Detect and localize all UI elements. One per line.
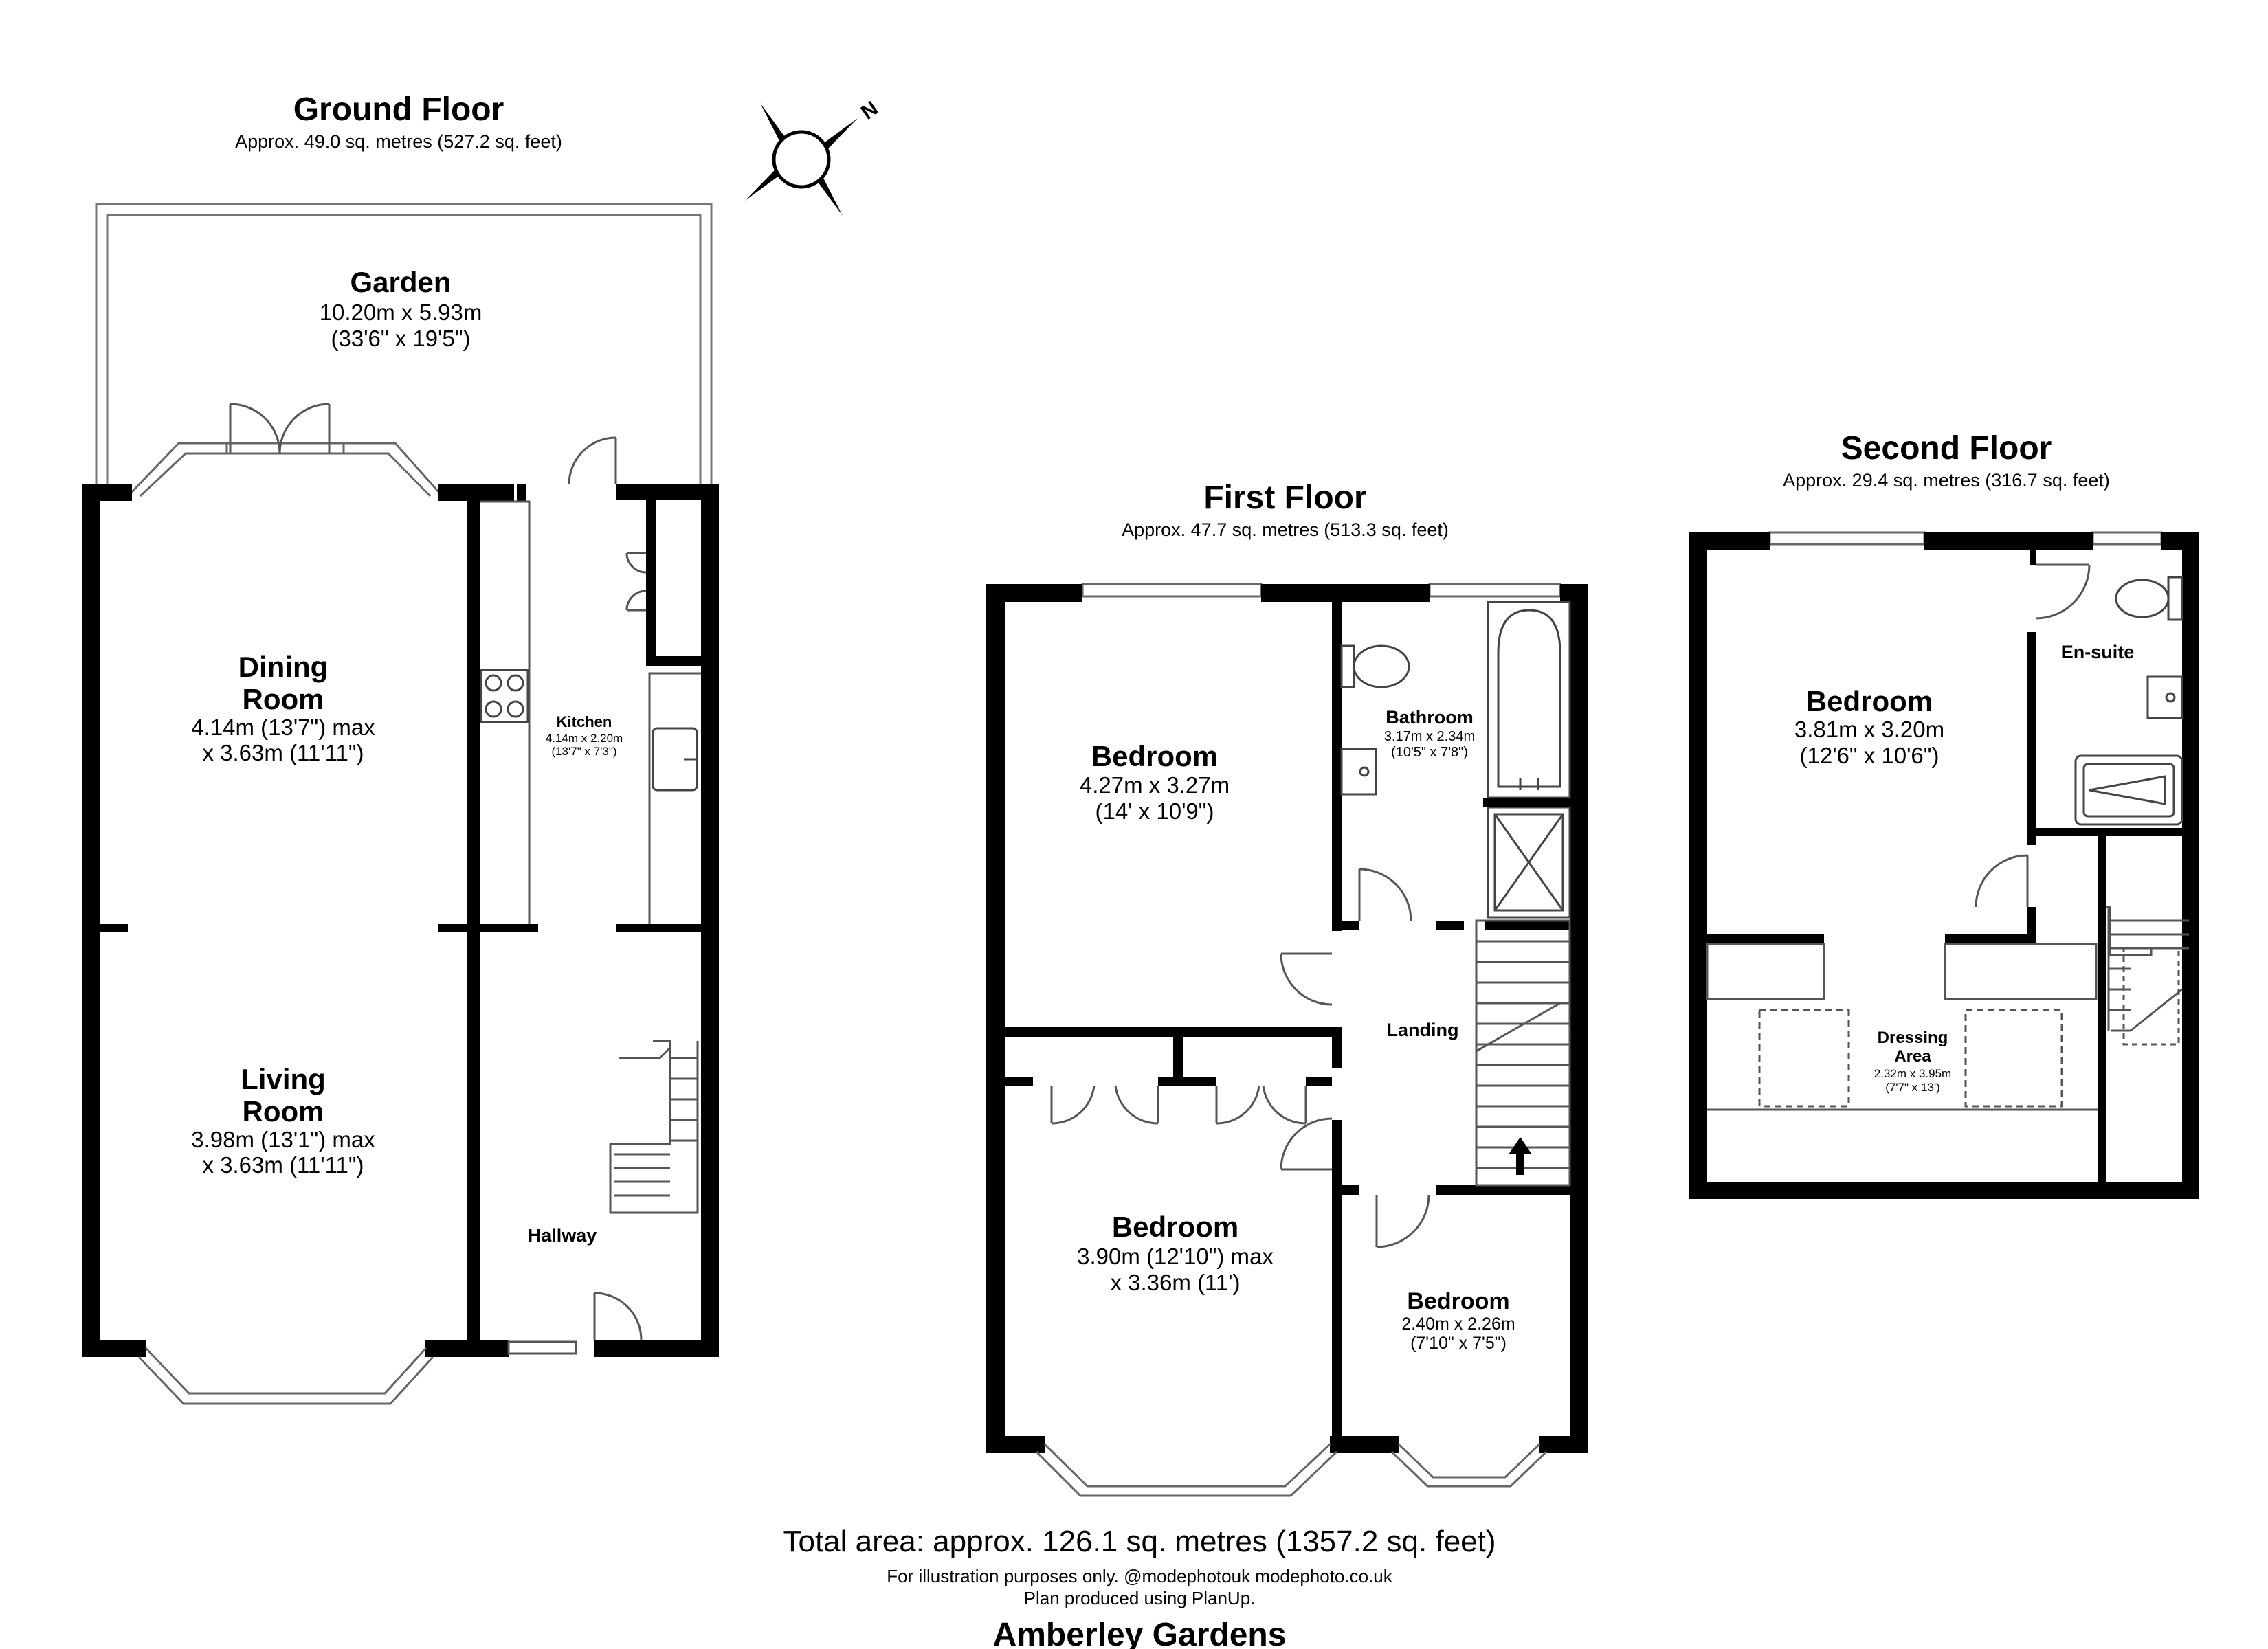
first-floor-bay-windows — [1035, 1443, 1548, 1497]
svg-text:10.20m x 5.93m: 10.20m x 5.93m — [320, 300, 482, 325]
ensuite-toilet-icon — [2115, 576, 2183, 621]
bathroom-label: Bathroom 3.17m x 2.34m (10'5" x 7'8") — [1384, 707, 1475, 760]
bath-icon — [1487, 601, 1571, 799]
second-floor: Second Floor Approx. 29.4 sq. metres (31… — [1689, 430, 2199, 1199]
toilet-icon — [1340, 644, 1410, 688]
compass-icon: N — [745, 97, 882, 216]
first-floor-stairs — [1475, 919, 1571, 1187]
footer: Total area: approx. 126.1 sq. metres (13… — [783, 1525, 1496, 1649]
property-name: Amberley Gardens — [993, 1617, 1287, 1649]
svg-text:Room: Room — [243, 1095, 324, 1128]
first-floor-doors — [1050, 868, 1430, 1248]
svg-text:(7'7" x 13'): (7'7" x 13') — [1885, 1081, 1940, 1094]
front-door — [507, 1292, 643, 1355]
second-floor-title: Second Floor — [1841, 430, 2052, 467]
svg-text:(13'7" x 7'3"): (13'7" x 7'3") — [551, 745, 616, 758]
french-doors — [229, 403, 331, 454]
svg-text:2.32m x 3.95m: 2.32m x 3.95m — [1874, 1067, 1951, 1080]
front-bay-window — [137, 1347, 434, 1405]
svg-text:Dining: Dining — [238, 651, 329, 683]
garden-outline — [95, 203, 713, 484]
plan-credit: Plan produced using PlanUp. — [1024, 1588, 1256, 1608]
dressing-area-fittings — [1706, 943, 2098, 1111]
svg-text:Kitchen: Kitchen — [557, 713, 612, 730]
kitchen-sink-icon — [652, 727, 698, 792]
basin-icon — [1340, 748, 1377, 796]
dining-room-label: Dining Room 4.14m (13'7") max x 3.63m (1… — [191, 651, 375, 765]
ground-floor-walls — [82, 484, 719, 1357]
first-floor-walls — [986, 584, 1588, 1453]
svg-text:2.40m x 2.26m: 2.40m x 2.26m — [1401, 1314, 1515, 1334]
svg-text:Bedroom: Bedroom — [1806, 685, 1933, 717]
svg-text:4.14m (13'7") max: 4.14m (13'7") max — [191, 715, 375, 740]
second-floor-bedroom-label: Bedroom 3.81m x 3.20m (12'6" x 10'6") — [1794, 685, 1944, 768]
svg-text:3.81m x 3.20m: 3.81m x 3.20m — [1794, 717, 1944, 742]
second-floor-stairs — [2106, 906, 2189, 1046]
garden-label: Garden 10.20m x 5.93m (33'6" x 19'5") — [320, 266, 482, 351]
bedroom-rear-label: Bedroom 3.90m (12'10") max x 3.36m (11') — [1077, 1211, 1274, 1295]
svg-text:4.27m x 3.27m: 4.27m x 3.27m — [1080, 772, 1230, 798]
compass-north-label: N — [857, 97, 882, 124]
ground-floor-stairs — [609, 1040, 699, 1214]
ensuite-label: En-suite — [2061, 642, 2135, 662]
second-floor-area: Approx. 29.4 sq. metres (316.7 sq. feet) — [1783, 470, 2110, 491]
svg-text:Room: Room — [243, 683, 324, 715]
disclaimer: For illustration purposes only. @modepho… — [887, 1566, 1393, 1586]
svg-text:x 3.63m (11'11"): x 3.63m (11'11") — [202, 740, 364, 765]
shower-icon — [1483, 798, 1571, 919]
total-area: Total area: approx. 126.1 sq. metres (13… — [783, 1525, 1496, 1558]
svg-text:Garden: Garden — [350, 266, 451, 298]
first-floor-area: Approx. 47.7 sq. metres (513.3 sq. feet) — [1122, 519, 1449, 540]
ground-floor: Ground Floor Approx. 49.0 sq. metres (52… — [82, 91, 719, 1405]
svg-text:Bedroom: Bedroom — [1091, 740, 1218, 772]
rear-bay-window — [129, 442, 441, 497]
dressing-area-label: Dressing Area 2.32m x 3.95m (7'7" x 13') — [1874, 1029, 1951, 1094]
svg-text:(7'10" x 7'5"): (7'10" x 7'5") — [1410, 1334, 1507, 1353]
svg-text:x 3.36m (11'): x 3.36m (11') — [1110, 1270, 1240, 1295]
hob-icon — [480, 669, 529, 723]
ground-floor-title: Ground Floor — [293, 91, 504, 128]
first-floor-title: First Floor — [1203, 480, 1366, 516]
svg-text:Bedroom: Bedroom — [1112, 1211, 1238, 1243]
hallway-label: Hallway — [528, 1225, 597, 1246]
svg-text:x 3.63m (11'11"): x 3.63m (11'11") — [202, 1152, 364, 1178]
svg-text:3.17m x 2.34m: 3.17m x 2.34m — [1384, 729, 1475, 744]
cupboard-doors — [625, 552, 647, 612]
second-floor-doors — [1975, 563, 2091, 908]
svg-text:Living: Living — [241, 1063, 326, 1095]
svg-text:(12'6" x 10'6"): (12'6" x 10'6") — [1800, 743, 1939, 768]
kitchen-counters — [480, 500, 701, 924]
bedroom-small-label: Bedroom 2.40m x 2.26m (7'10" x 7'5") — [1401, 1288, 1515, 1353]
svg-text:Bedroom: Bedroom — [1407, 1288, 1509, 1314]
landing-label: Landing — [1387, 1020, 1459, 1040]
kitchen-label: Kitchen 4.14m x 2.20m (13'7" x 7'3") — [546, 713, 623, 758]
ensuite-basin-icon — [2146, 675, 2183, 719]
svg-text:Dressing: Dressing — [1878, 1029, 1948, 1047]
svg-text:(10'5" x 7'8"): (10'5" x 7'8") — [1391, 745, 1468, 760]
bedroom-front-label: Bedroom 4.27m x 3.27m (14' x 10'9") — [1080, 740, 1230, 824]
svg-text:(14' x 10'9"): (14' x 10'9") — [1096, 798, 1214, 824]
stairs-up-arrow-icon — [1509, 1137, 1532, 1175]
svg-text:Area: Area — [1894, 1047, 1931, 1066]
living-room-label: Living Room 3.98m (13'1") max x 3.63m (1… — [191, 1063, 375, 1178]
first-floor: First Floor Approx. 47.7 sq. metres (513… — [986, 480, 1588, 1497]
svg-text:3.98m (13'1") max: 3.98m (13'1") max — [191, 1127, 375, 1152]
svg-text:Bathroom: Bathroom — [1386, 707, 1474, 728]
ensuite-shower-icon — [2074, 754, 2183, 826]
second-floor-walls — [1689, 532, 2199, 1199]
svg-text:(33'6" x 19'5"): (33'6" x 19'5") — [331, 326, 471, 351]
svg-text:3.90m (12'10") max: 3.90m (12'10") max — [1077, 1244, 1274, 1269]
ground-floor-area: Approx. 49.0 sq. metres (527.2 sq. feet) — [235, 131, 562, 152]
kitchen-door — [568, 436, 617, 485]
svg-text:4.14m x 2.20m: 4.14m x 2.20m — [546, 732, 623, 745]
